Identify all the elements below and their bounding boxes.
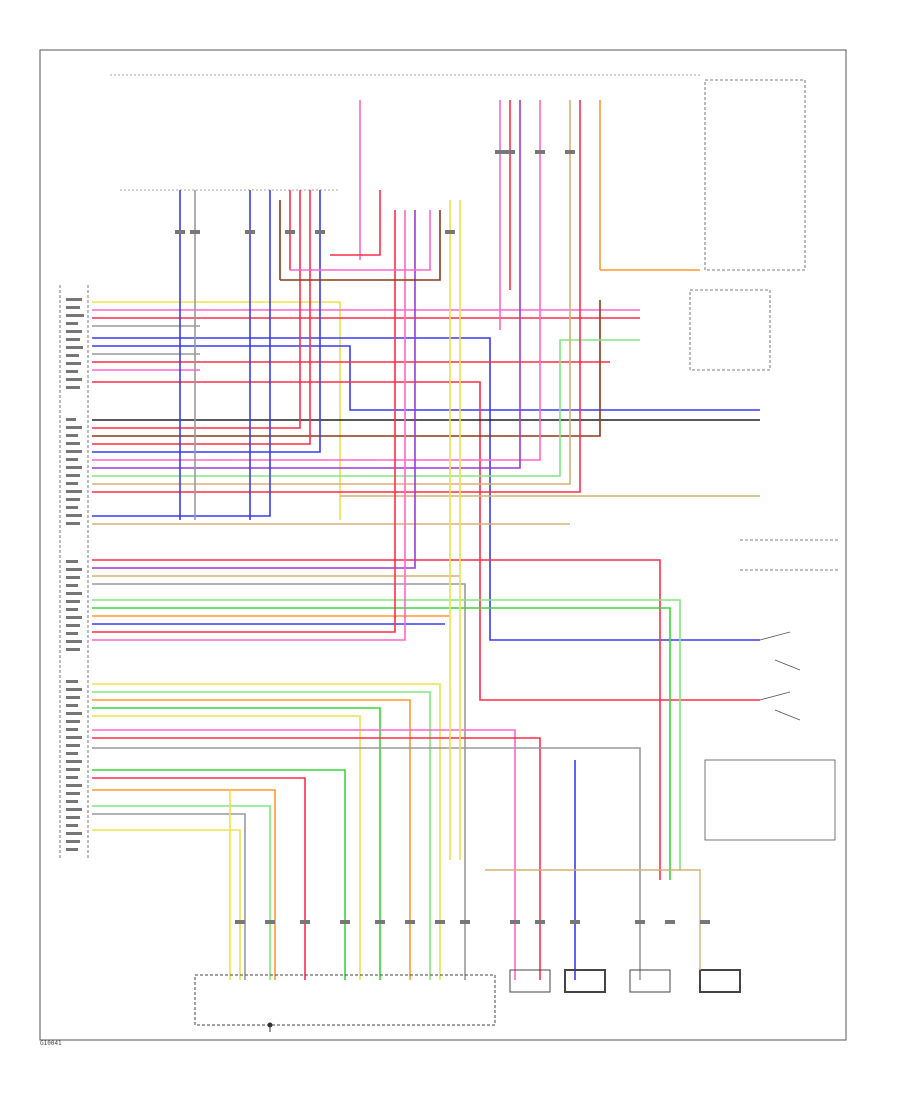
wire-group-lower-b <box>92 683 641 980</box>
wire-blue-2 <box>92 345 760 411</box>
wire-violet-2 <box>92 210 416 569</box>
sensor-block-1 <box>509 969 551 993</box>
sensor-block-2 <box>564 969 606 993</box>
wire-yellow-3 <box>92 715 361 980</box>
wire-yellow-2 <box>92 683 441 980</box>
wire-green-2 <box>92 599 681 870</box>
wire-yellow-1 <box>92 301 341 520</box>
wire-blue-4 <box>92 190 271 517</box>
combination-meter <box>704 79 806 271</box>
top-bus-lines <box>110 74 700 191</box>
wire-orange-2 <box>92 699 411 980</box>
right-components <box>689 79 840 841</box>
wire-green-3 <box>92 607 671 880</box>
main-relay-block <box>689 289 771 371</box>
wire-group-upper <box>92 301 760 701</box>
wire-group-top-verticals <box>179 100 601 860</box>
sensor-block-4 <box>699 969 741 993</box>
wire-pink-5 <box>92 729 516 980</box>
ecm-pin-labels <box>66 298 84 851</box>
wire-lightgreen-1 <box>92 691 431 980</box>
wire-gray-4 <box>92 747 641 980</box>
wire-red-10 <box>92 777 306 980</box>
wire-tan-1 <box>92 100 571 485</box>
wire-gray-5 <box>92 813 246 980</box>
wire-green-5 <box>92 769 346 980</box>
transmission-control-box <box>704 759 836 841</box>
wire-red-7 <box>92 559 661 880</box>
wire-brown-1 <box>92 300 601 437</box>
ground-icon <box>267 1022 273 1032</box>
wire-lightgreen-2 <box>92 805 271 980</box>
harness-box-bottom <box>194 974 496 1026</box>
bottom-sensors <box>194 869 741 1026</box>
wire-pink-4 <box>92 210 406 641</box>
wire-pink-3 <box>92 100 541 461</box>
diagram-frame <box>39 49 847 1041</box>
wire-red-9 <box>92 737 541 980</box>
top-bus-wires <box>280 190 700 281</box>
wire-green-1 <box>92 339 640 477</box>
wire-violet-1 <box>92 100 521 469</box>
figure-code: G10041 <box>40 1040 62 1047</box>
wire-group-middle <box>92 100 760 525</box>
wire-red-3 <box>92 381 760 701</box>
wire-red-6 <box>92 100 581 493</box>
wire-yellow-4 <box>92 829 241 980</box>
engine-control-module <box>59 285 89 860</box>
wire-red-5 <box>92 190 311 445</box>
wire-orange-3 <box>92 789 276 980</box>
wire-blue-1 <box>92 337 760 641</box>
wire-red-8 <box>92 210 396 633</box>
wire-gray-3 <box>92 583 466 980</box>
wire-group-lower-a <box>92 210 681 980</box>
wire-green-4 <box>92 707 381 980</box>
sensor-block-3 <box>629 969 671 993</box>
wire-red-4 <box>92 190 301 429</box>
connector-marks <box>175 150 710 924</box>
wire-blue-3 <box>92 190 321 453</box>
